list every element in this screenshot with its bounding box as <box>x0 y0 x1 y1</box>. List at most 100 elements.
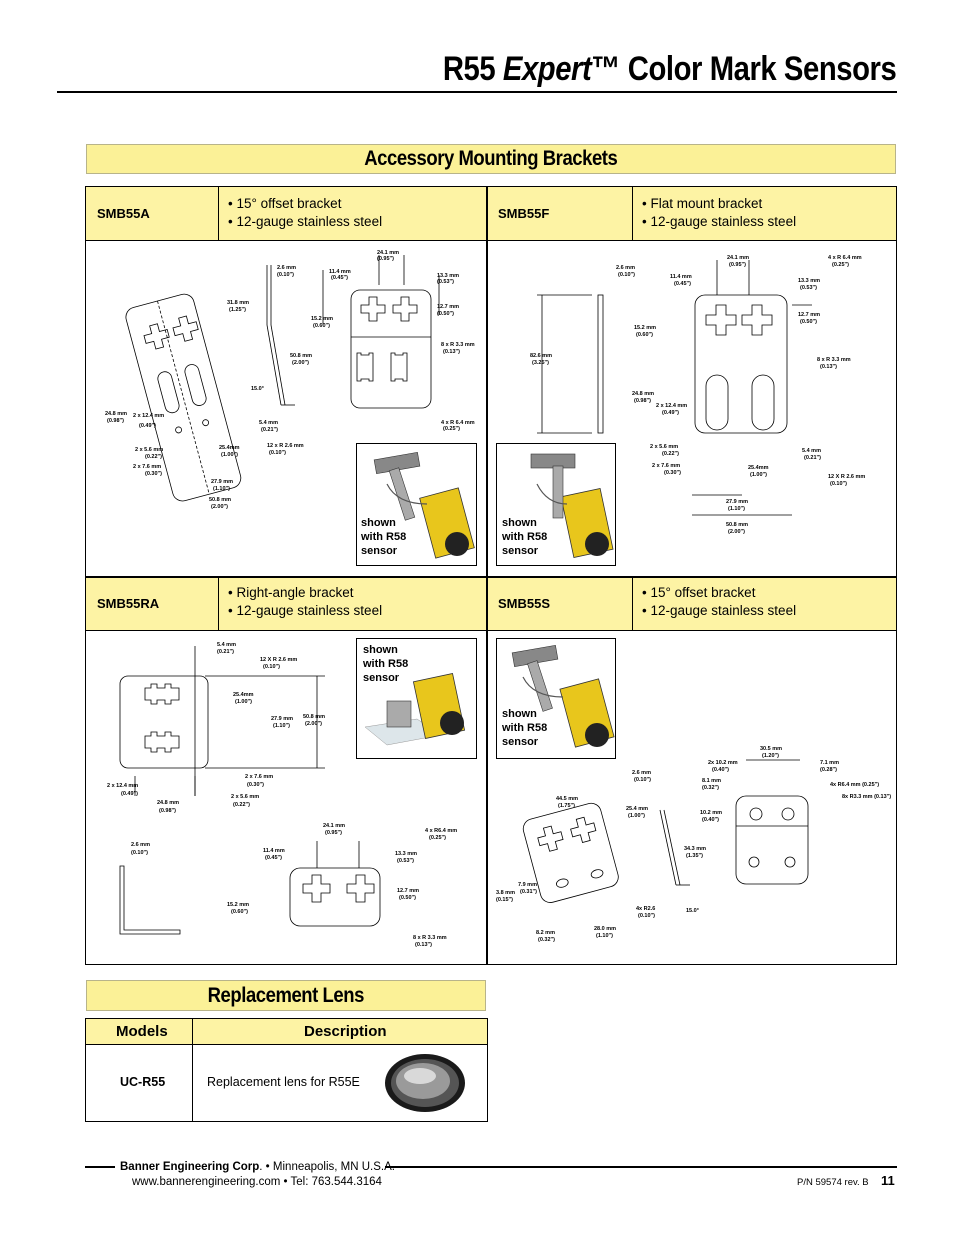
caption-line: shown <box>502 517 537 529</box>
lens-col-divider <box>192 1019 193 1121</box>
dimension-label: 30.5 mm <box>760 746 782 752</box>
dimension-label: 24.1 mm <box>323 823 345 829</box>
smb55f-photo-caption: shown with R58 sensor <box>502 516 547 558</box>
dimension-label: 2 x 12.4 mm <box>107 783 138 789</box>
dimension-label: (0.22") <box>145 454 162 460</box>
dimension-label: (0.49") <box>121 791 138 797</box>
section-heading-lens: Replacement Lens <box>86 980 486 1011</box>
dimension-label: (0.22") <box>662 451 679 457</box>
dimension-label: (0.98") <box>634 398 651 404</box>
dimension-label: (0.50") <box>399 895 416 901</box>
dimension-label: 8 x R 3.3 mm <box>413 935 447 941</box>
dimension-label: 2 x 5.6 mm <box>650 444 678 450</box>
smb55s-divider <box>632 578 633 630</box>
dimension-label: 8 x R 3.3 mm <box>817 357 851 363</box>
dimension-label: (0.13") <box>820 364 837 370</box>
dimension-label: (1.00") <box>750 472 767 478</box>
caption-line: sensor <box>363 672 400 684</box>
smb55s-header <box>488 578 896 630</box>
smb55a-header-rule <box>86 240 486 241</box>
dimension-label: (0.10") <box>618 272 635 278</box>
caption-line: shown <box>363 644 398 656</box>
smb55s-drawing: 30.5 mm(1.20") 2x 10.2 mm(0.40") 7.1 mm(… <box>496 746 891 943</box>
dimension-label: 50.8 mm <box>209 497 231 503</box>
dimension-label: 2 x 5.6 mm <box>135 447 163 453</box>
dimension-label: 50.8 mm <box>290 353 312 359</box>
title-suffix: ™ Color Mark Sensors <box>590 50 896 88</box>
dimension-label: (2.00") <box>211 504 228 510</box>
dimension-label: (0.13") <box>415 942 432 948</box>
dimension-label: (3.25") <box>532 360 549 366</box>
dimension-label: 5.4 mm <box>217 642 236 648</box>
caption-line: with R58 <box>502 722 548 734</box>
dimension-label: 8.1 mm <box>702 778 721 784</box>
dimension-label: (0.60") <box>636 332 653 338</box>
lens-photo <box>385 1054 465 1112</box>
dimension-label: (2.00") <box>728 529 745 535</box>
dimension-label: (0.21") <box>804 455 821 461</box>
caption-line: with R58 <box>363 658 409 670</box>
dimension-label: 4x R6.4 mm (0.25") <box>830 782 879 788</box>
brackets-heading-text: Accessory Mounting Brackets <box>364 147 618 170</box>
dimension-label: 2 x 7.6 mm <box>133 464 161 470</box>
dimension-label: 28.0 mm <box>594 926 616 932</box>
dimension-label: (0.53") <box>800 285 817 291</box>
dimension-label: (1.35") <box>686 853 703 859</box>
dimension-label: (0.40") <box>702 817 719 823</box>
dimension-label: 25.4mm <box>748 465 769 471</box>
bracket-sensor-image <box>511 644 615 748</box>
dimension-label: 50.8 mm <box>303 714 325 720</box>
smb55ra-bullets: • Right-angle bracket • 12-gauge stainle… <box>228 584 382 620</box>
dimension-label: (0.45") <box>674 281 691 287</box>
section-heading-brackets: Accessory Mounting Brackets <box>86 144 896 174</box>
dimension-label: 4 x R 6.4 mm <box>441 420 475 426</box>
dimension-label: 12.7 mm <box>798 312 820 318</box>
smb55s-header-rule <box>488 630 896 631</box>
brackets-table <box>85 186 897 965</box>
dimension-label: (0.10") <box>638 913 655 919</box>
footer-rule-right <box>385 1166 897 1168</box>
dimension-label: 24.8 mm <box>105 411 127 417</box>
dimension-label: 24.8 mm <box>157 800 179 806</box>
model-smb55f: SMB55F <box>498 206 550 221</box>
bullet: • Flat mount bracket <box>642 196 763 211</box>
dimension-label: 2x 10.2 mm <box>708 760 738 766</box>
dimension-label: (1.00") <box>235 699 252 705</box>
dimension-label: (0.28") <box>820 767 837 773</box>
smb55ra-divider <box>218 578 219 630</box>
dimension-label: (1.00") <box>628 813 645 819</box>
dimension-label: (0.98") <box>107 418 124 424</box>
dimension-label: 7.1 mm <box>820 760 839 766</box>
dimension-label: 8.2 mm <box>536 930 555 936</box>
dimension-label: (0.95") <box>729 262 746 268</box>
dimension-label: 5.4 mm <box>259 420 278 426</box>
smb55a-photo-caption: shown with R58 sensor <box>361 516 406 558</box>
dimension-label: 15.0° <box>251 386 264 392</box>
dimension-label: (0.10") <box>263 664 280 670</box>
dimension-label: (1.10") <box>596 933 613 939</box>
dimension-label: 2 x 12.4 mm <box>133 413 164 419</box>
dimension-label: (0.30") <box>247 782 264 788</box>
model-smb55s: SMB55S <box>498 596 551 611</box>
caption-line: sensor <box>502 545 539 557</box>
model-smb55ra: SMB55RA <box>97 596 160 611</box>
dimension-label: (0.10") <box>269 450 286 456</box>
bullet: • Right-angle bracket <box>228 585 354 600</box>
dimension-label: 27.9 mm <box>271 716 293 722</box>
dimension-label: (0.30") <box>145 471 162 477</box>
dimension-label: (0.10") <box>277 272 294 278</box>
bullet: • 15° offset bracket <box>642 585 756 600</box>
dimension-label: (0.45") <box>265 855 282 861</box>
footer-contact: www.bannerengineering.com • Tel: 763.544… <box>132 1176 382 1188</box>
dimension-label: (0.25") <box>832 262 849 268</box>
dimension-label: 15.2 mm <box>311 316 333 322</box>
row-divider <box>85 576 897 578</box>
dimension-label: 2.6 mm <box>131 842 150 848</box>
dimension-label: (0.53") <box>397 858 414 864</box>
company-name: Banner Engineering Corp <box>120 1161 260 1173</box>
dimension-label: (0.21") <box>217 649 234 655</box>
dimension-label: (0.45") <box>331 275 348 281</box>
bracket-sensor-image <box>373 451 475 559</box>
title-italic: Expert <box>502 50 592 88</box>
dimension-label: (0.60") <box>313 323 330 329</box>
